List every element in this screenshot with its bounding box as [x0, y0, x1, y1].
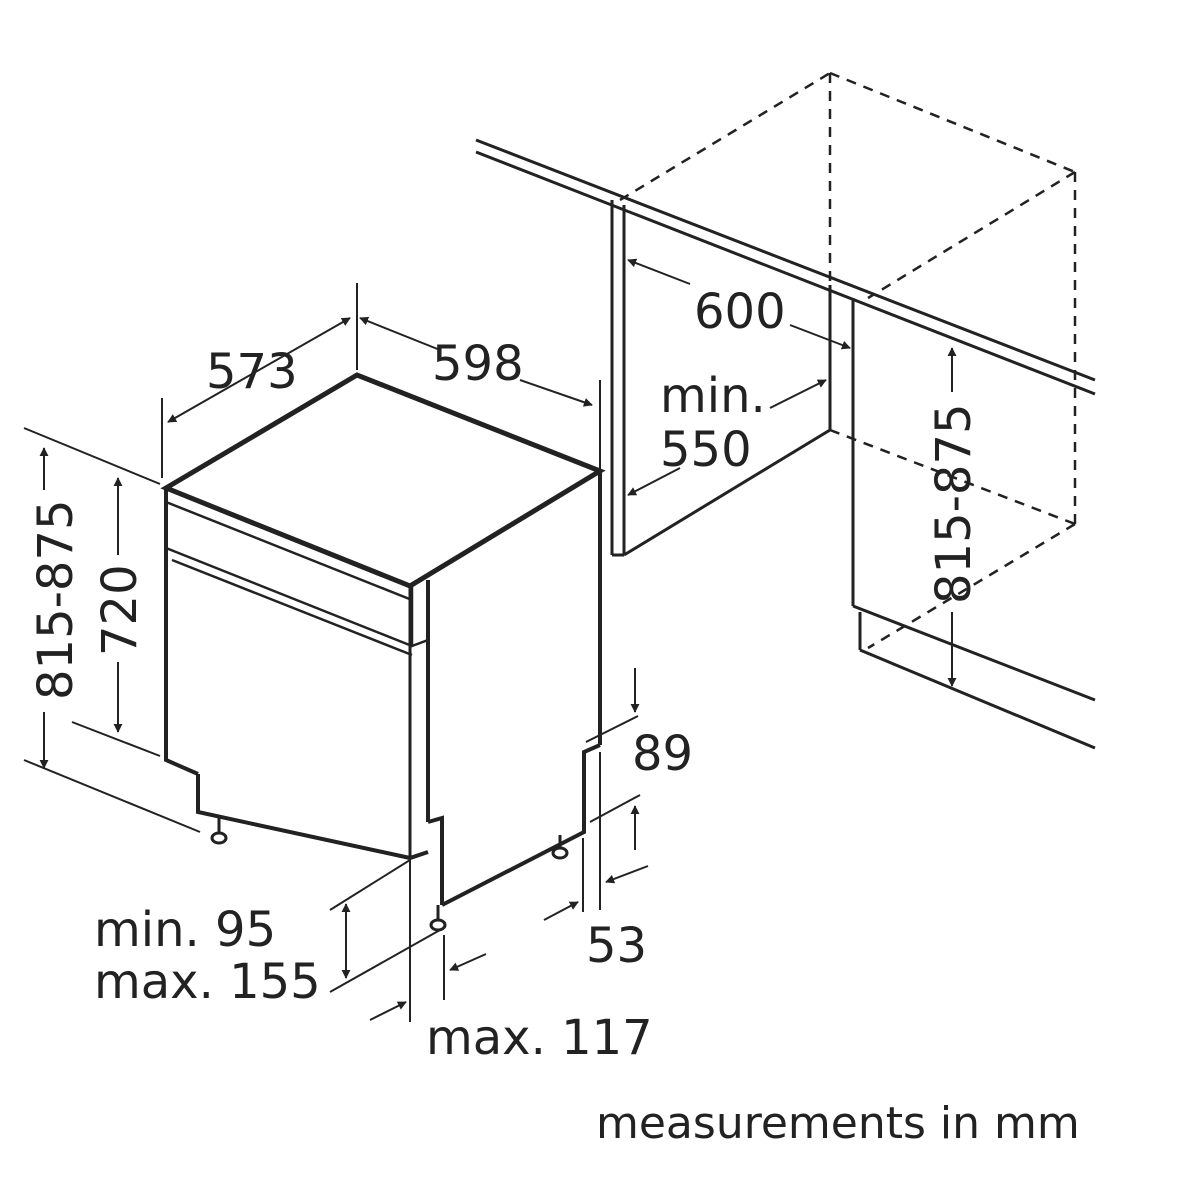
- label-height-815-875-left: 815-875: [28, 499, 84, 700]
- dishwasher-body: [160, 372, 606, 932]
- label-depth-573: 573: [206, 344, 298, 400]
- label-plinth-53: 53: [586, 918, 647, 974]
- label-door-max-155: max. 155: [94, 954, 321, 1010]
- label-niche-depth-550: 550: [660, 422, 752, 478]
- dimension-labels: 573 598 600 min. 550 815-875 720 815-875…: [28, 284, 1080, 1149]
- footer-units-note: measurements in mm: [596, 1098, 1080, 1149]
- label-niche-width-600: 600: [694, 284, 786, 340]
- label-niche-depth-min: min.: [660, 368, 766, 424]
- label-plinth-89: 89: [632, 726, 693, 782]
- dimension-lines: [23, 258, 957, 1022]
- label-niche-height-815-875: 815-875: [926, 403, 982, 604]
- label-width-598: 598: [432, 336, 524, 392]
- label-height-720: 720: [92, 564, 148, 656]
- label-door-min-95: min. 95: [94, 902, 276, 958]
- kitchen-niche: [475, 71, 1096, 750]
- label-door-max-117: max. 117: [426, 1010, 653, 1066]
